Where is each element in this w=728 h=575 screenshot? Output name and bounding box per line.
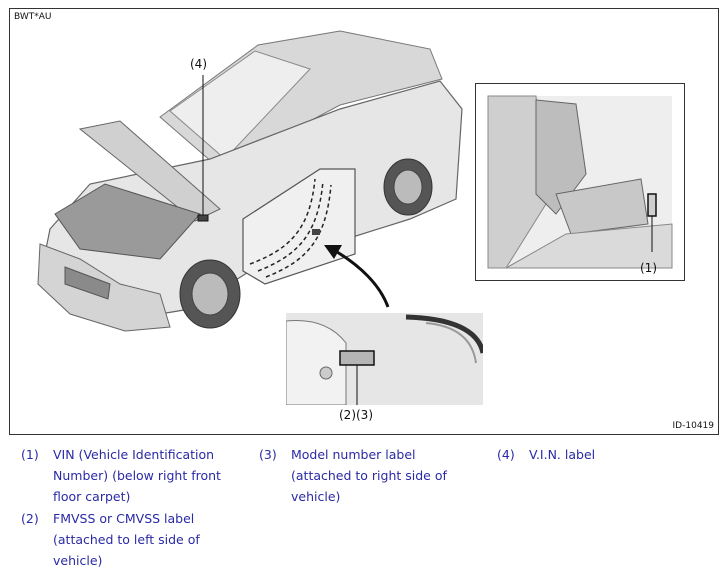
legend-line: (attached to left side of [53,532,200,547]
legend-number: (1) [21,447,39,462]
callout-2-3: (2)(3) [339,408,373,422]
legend: (1) VIN (Vehicle Identification Number) … [0,444,728,575]
door-wiring [249,178,332,278]
door-inset [286,313,483,405]
seat-illustration [487,95,673,269]
door-sill-illustration [286,313,483,405]
door-label-marker [312,229,320,235]
legend-line: floor carpet) [53,489,131,504]
legend-line: V.I.N. label [529,447,596,462]
legend-line: vehicle) [53,553,103,568]
legend-number: (2) [21,511,39,526]
car-windshield [169,50,311,160]
vin-label-marker [197,214,209,222]
legend-line: Number) (below right front [53,468,221,483]
engine-bay [54,183,201,260]
vin-marker [647,193,657,217]
car-hood [78,120,221,222]
illustration-frame: BWT*AU (4) [9,8,719,435]
seat-cushion [555,178,649,235]
car-illustration [37,30,463,332]
pointer-arrow [331,247,390,308]
figure-code: BWT*AU [14,12,52,22]
callout-4: (4) [190,57,207,71]
legend-number: (4) [497,447,515,462]
legend-line: FMVSS or CMVSS label [53,511,195,526]
figure-id: ID-10419 [672,421,714,431]
legend-line: (attached to right side of [291,468,447,483]
car-floor [504,223,673,269]
seat-inset: (1) [475,83,685,281]
legend-line: VIN (Vehicle Identification [53,447,215,462]
callout-1: (1) [640,261,657,275]
legend-line: Model number label [291,447,416,462]
label-2-3-marker [339,350,375,366]
legend-number: (3) [259,447,277,462]
car-grille [64,266,111,300]
legend-line: vehicle) [291,489,341,504]
